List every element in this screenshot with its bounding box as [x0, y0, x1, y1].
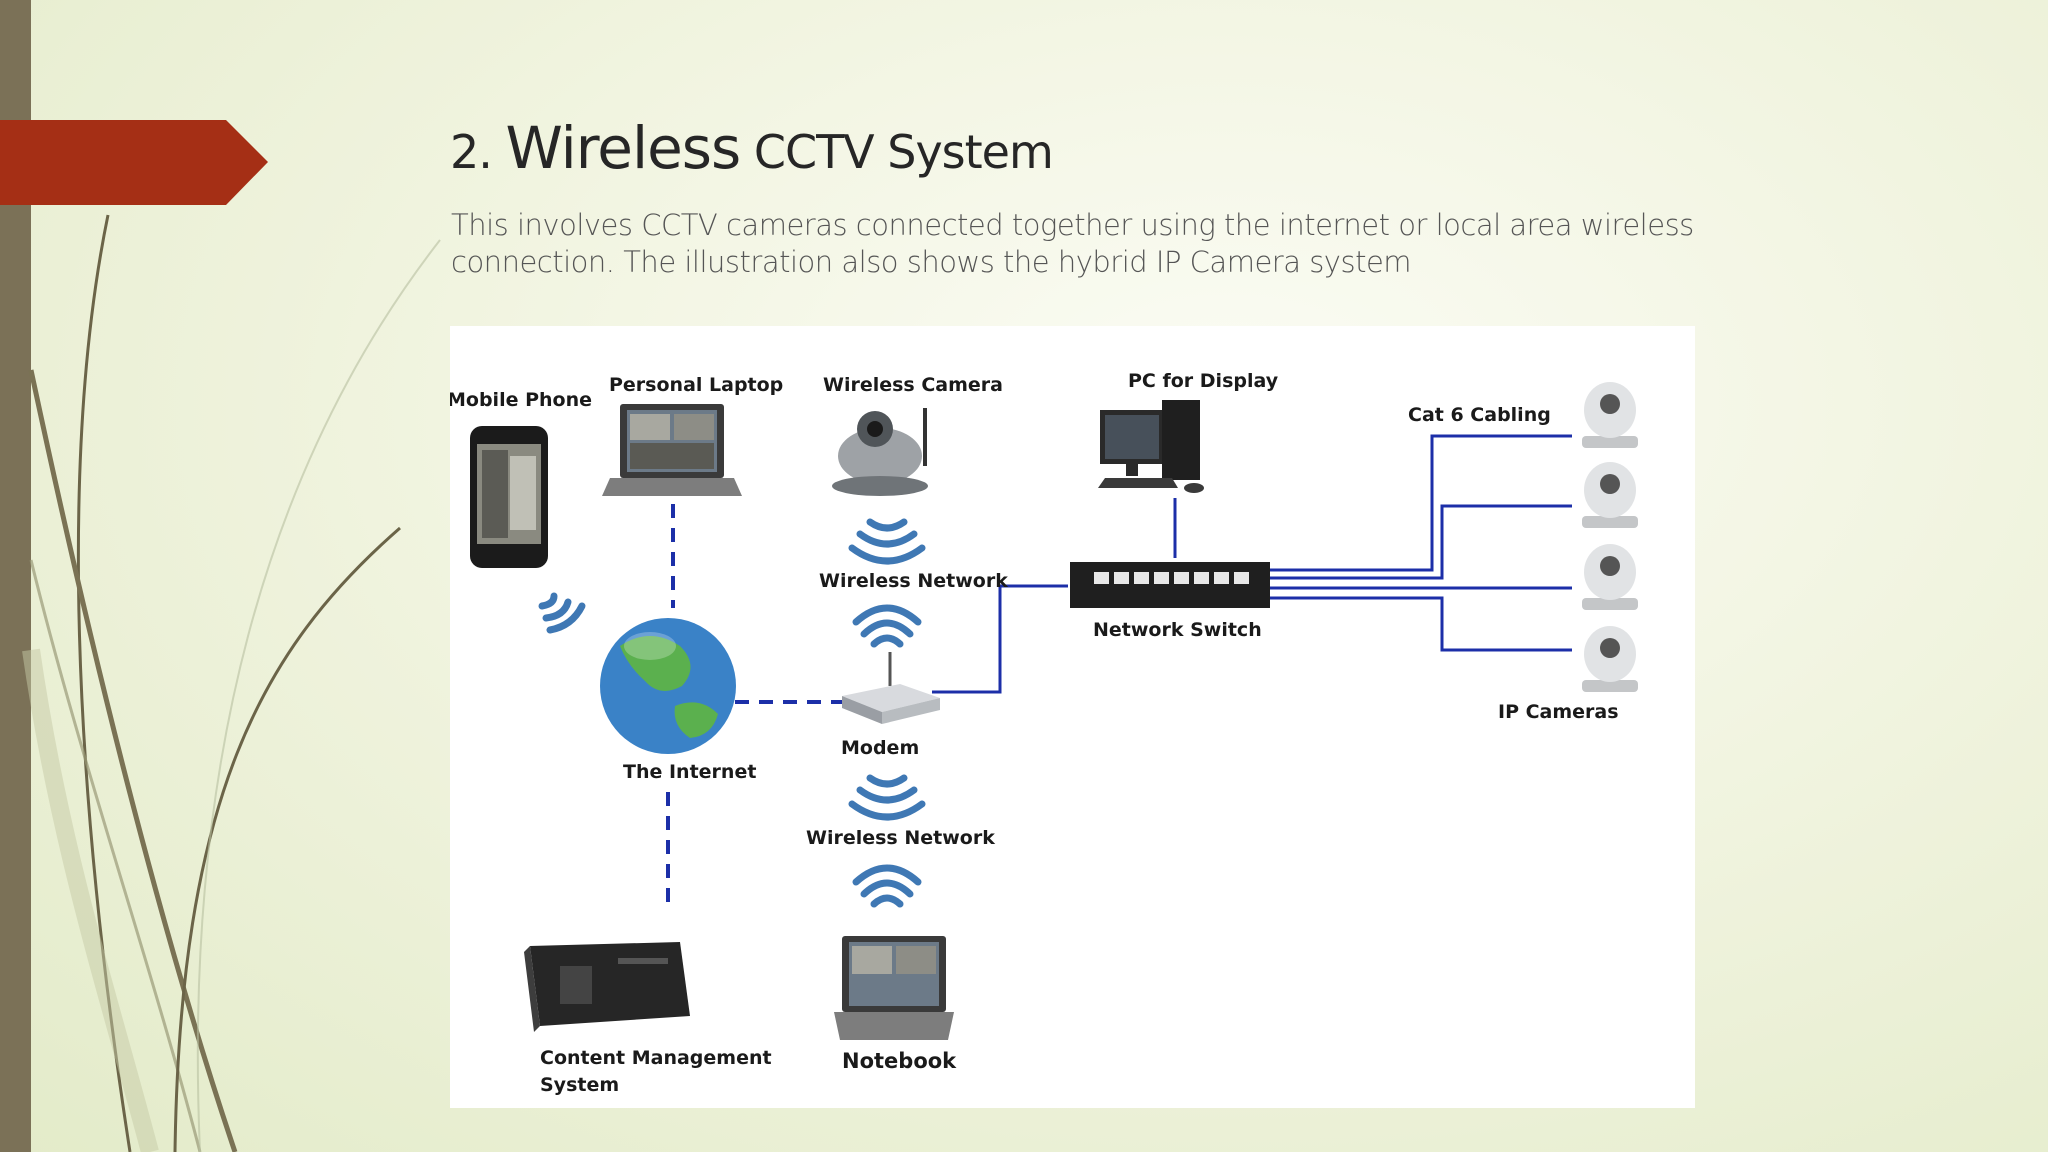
label-content-management-line1: Content Management	[540, 1047, 772, 1069]
connection-lines	[666, 434, 1572, 906]
description-line-2: connection. The illustration also shows …	[451, 245, 1412, 279]
modem-switch-link	[932, 584, 1068, 694]
slide-title: 2. Wireless CCTV System	[450, 114, 1054, 182]
network-switch-icon	[1070, 562, 1270, 608]
red-arrow-banner	[0, 120, 268, 205]
label-personal-laptop: Personal Laptop	[609, 374, 783, 396]
label-cat6-cabling: Cat 6 Cabling	[1408, 404, 1551, 426]
cat6-line-2	[1270, 504, 1572, 580]
title-rest: CCTV System	[753, 125, 1054, 179]
wifi-signal-notebook-icon	[852, 864, 922, 908]
wifi-signal-modem-bottom-icon	[848, 774, 926, 821]
wireless-camera-icon	[832, 408, 928, 496]
title-number: 2.	[450, 125, 493, 179]
internet-globe-icon	[600, 618, 736, 754]
label-notebook: Notebook	[842, 1049, 957, 1073]
cat6-line-1	[1270, 434, 1572, 572]
cat6-line-4	[1270, 596, 1572, 652]
label-wireless-camera: Wireless Camera	[823, 374, 1003, 396]
personal-laptop-icon	[602, 404, 742, 496]
cctv-network-diagram: Mobile Phone Personal Laptop Wireless Ca…	[450, 326, 1695, 1108]
label-network-switch: Network Switch	[1093, 619, 1262, 641]
label-wireless-network-bottom: Wireless Network	[806, 827, 995, 849]
wifi-signal-camera-icon	[848, 518, 926, 565]
slide-description: This involves CCTV cameras connected tog…	[451, 207, 1751, 281]
content-management-server-icon	[524, 942, 690, 1032]
pc-display-icon	[1098, 400, 1204, 493]
label-content-management-line2: System	[540, 1074, 619, 1096]
label-ip-cameras: IP Cameras	[1498, 701, 1619, 723]
wifi-signal-phone-icon	[538, 592, 586, 634]
mobile-phone-icon	[470, 426, 548, 568]
decorative-swoosh-lines	[22, 214, 441, 1152]
label-modem: Modem	[841, 737, 919, 759]
description-line-1: This involves CCTV cameras connected tog…	[451, 208, 1694, 242]
label-the-internet: The Internet	[623, 761, 756, 783]
ip-camera-icon-2	[1582, 462, 1638, 528]
modem-icon	[842, 652, 940, 724]
label-mobile-phone: Mobile Phone	[450, 389, 592, 411]
ip-camera-icon-1	[1582, 382, 1638, 448]
wifi-signal-modem-top-icon	[852, 604, 922, 648]
title-word-wireless: Wireless	[505, 114, 742, 182]
label-pc-for-display: PC for Display	[1128, 370, 1279, 392]
ip-camera-icon-3	[1582, 544, 1638, 610]
ip-camera-icon-4	[1582, 626, 1638, 692]
notebook-icon	[834, 936, 954, 1040]
label-wireless-network-top: Wireless Network	[819, 570, 1008, 592]
